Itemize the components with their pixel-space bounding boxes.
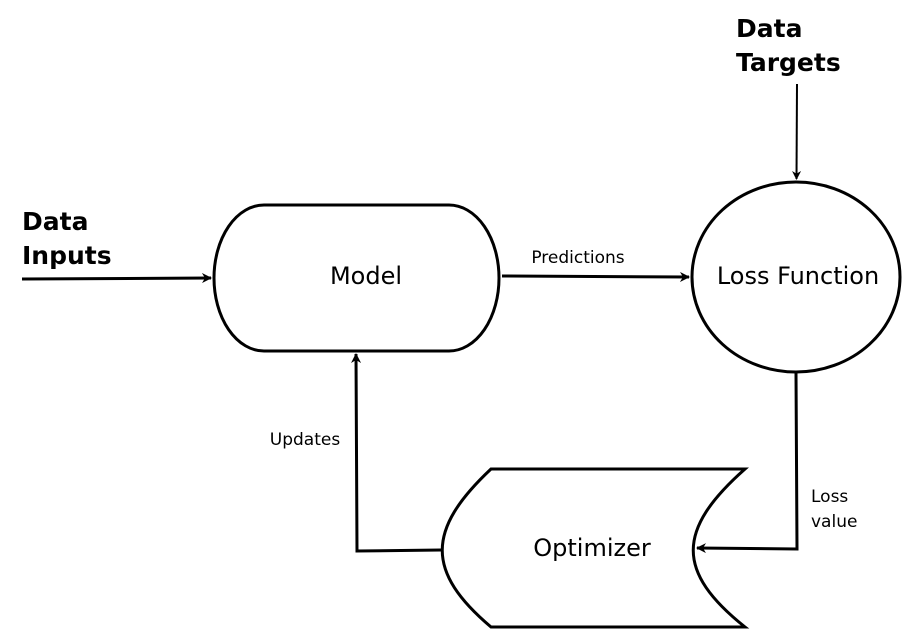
loss-value-label: Loss value bbox=[811, 487, 857, 532]
optimizer-label: Optimizer bbox=[533, 534, 651, 562]
optimizer-node: Optimizer bbox=[440, 467, 750, 629]
loss-value-line-1: Loss bbox=[811, 487, 848, 507]
model-node: Model bbox=[212, 203, 501, 353]
data-targets-arrow bbox=[792, 83, 802, 180]
loss-function-node: Loss Function bbox=[690, 180, 902, 374]
data-inputs-line-1: Data bbox=[22, 207, 88, 236]
loss-value-line-2: value bbox=[811, 512, 857, 532]
data-inputs-line-2: Inputs bbox=[22, 241, 112, 270]
predictions-arrow bbox=[501, 271, 690, 282]
updates-arrow bbox=[351, 353, 442, 553]
data-targets-line-2: Targets bbox=[736, 48, 841, 77]
data-targets-line-1: Data bbox=[736, 14, 802, 43]
data-targets-label: Data Targets bbox=[736, 14, 841, 77]
loss-function-label: Loss Function bbox=[717, 262, 879, 290]
data-inputs-label: Data Inputs bbox=[22, 207, 112, 270]
data-inputs-arrow bbox=[21, 273, 212, 284]
model-label: Model bbox=[330, 262, 402, 290]
predictions-label: Predictions bbox=[531, 248, 624, 268]
updates-label: Updates bbox=[270, 430, 341, 450]
loss-value-arrow bbox=[696, 372, 799, 554]
